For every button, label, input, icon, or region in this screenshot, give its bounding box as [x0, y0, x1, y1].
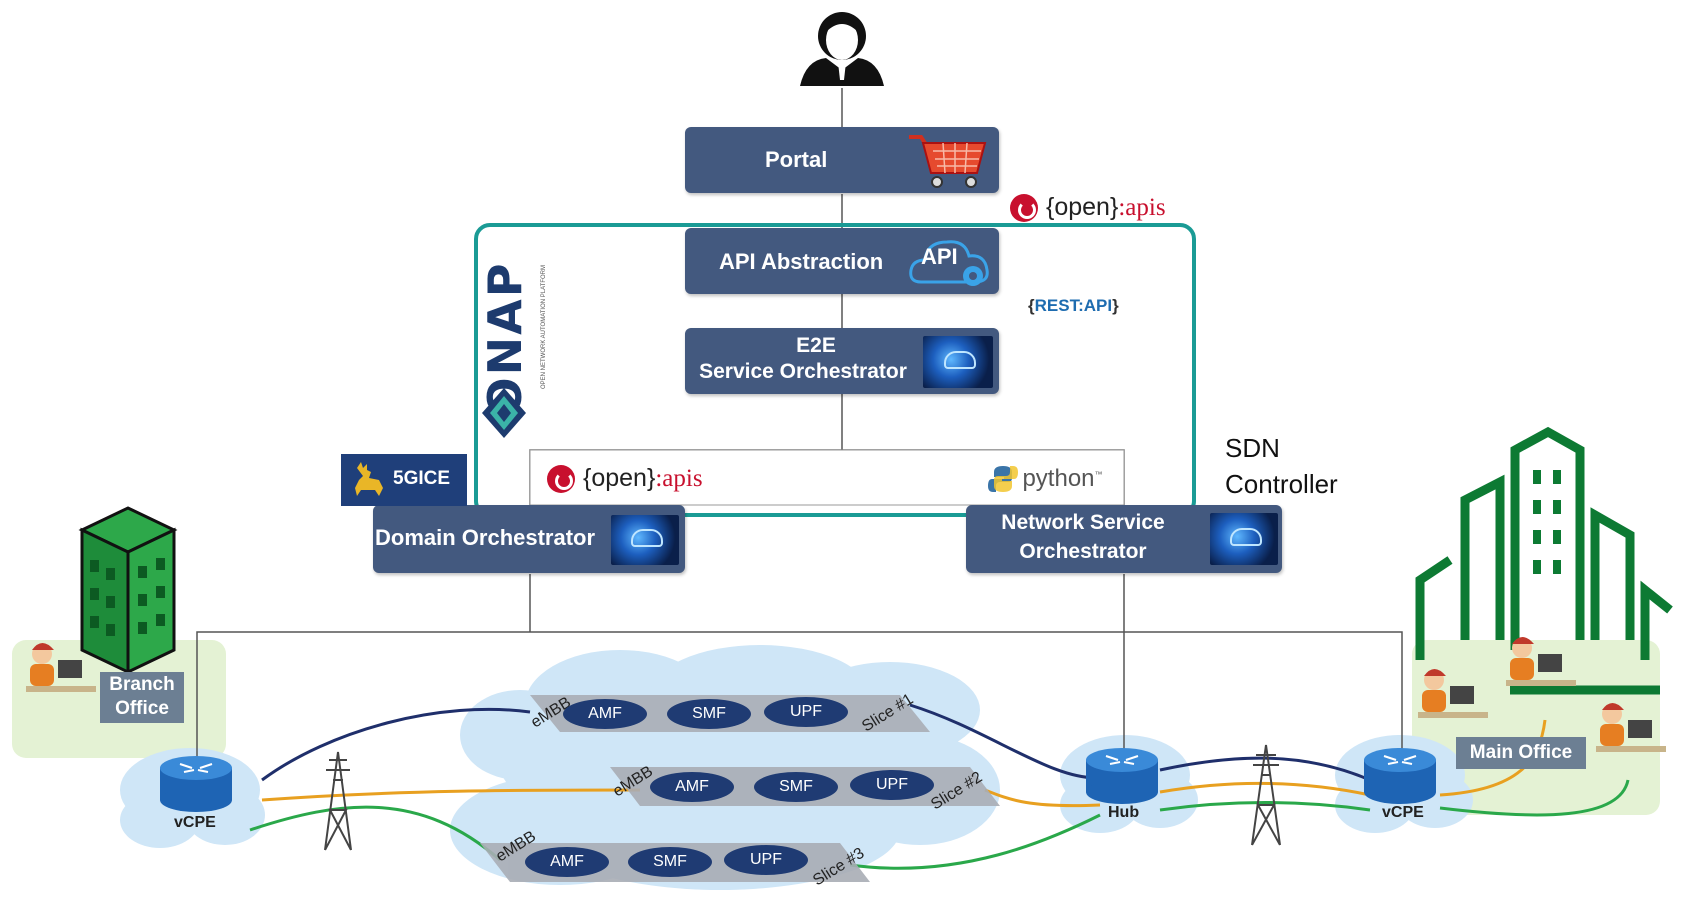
- vcpe-main-orange: [1439, 719, 1547, 797]
- vcpe-left-label: vCPE: [174, 814, 216, 831]
- hub-label: Hub: [1108, 804, 1140, 821]
- python-label: python: [1022, 465, 1095, 492]
- fivegice-logo: 5GICE: [341, 454, 467, 506]
- rest-api-close: }: [1112, 296, 1119, 315]
- slice1-smf[interactable]: SMF: [667, 699, 751, 729]
- api-badge-label: API: [921, 244, 958, 269]
- sdn-line2: Controller: [1225, 469, 1338, 499]
- slice1-line: [261, 707, 531, 782]
- router-hub-icon: [1086, 748, 1158, 804]
- slice2-line-right: [984, 788, 1101, 808]
- openapi-panel-brace: {open}: [583, 464, 656, 492]
- slice1-line-right: [909, 703, 1101, 780]
- api-abstraction-box[interactable]: API Abstraction API: [685, 228, 999, 294]
- e2e-cloud-icon: [923, 336, 993, 388]
- main-office-area: [1412, 640, 1660, 815]
- api-abstraction-label: API Abstraction: [719, 249, 884, 274]
- sdn-line1: SDN: [1225, 433, 1280, 463]
- openapi-panel-icon: [547, 465, 575, 494]
- e2e-orchestrator-box[interactable]: E2E Service Orchestrator: [685, 328, 999, 394]
- python-tm: ™: [1094, 469, 1103, 479]
- openapi-top-mark: {open}:apis: [1010, 193, 1166, 223]
- openapi-top-brace: {open}: [1046, 193, 1119, 221]
- domain-orchestrator-label: Domain Orchestrator: [375, 525, 596, 550]
- slice2-amf[interactable]: AMF: [650, 772, 734, 802]
- slice3-smf[interactable]: SMF: [628, 847, 712, 877]
- branch-line1: Branch: [109, 674, 175, 695]
- fivegice-label: 5GICE: [393, 468, 451, 489]
- openapi-top-icon: [1010, 194, 1038, 223]
- slice2-upf[interactable]: UPF: [850, 770, 934, 800]
- onap-diamond-icon: [482, 388, 526, 438]
- openapi-python-panel: [529, 449, 1125, 506]
- onap-logo: ONAP OPEN NETWORK AUTOMATION PLATFORM: [478, 236, 547, 438]
- main-building-icon: [1415, 426, 1673, 695]
- slice-connections: [249, 703, 1630, 870]
- onap-tagline: OPEN NETWORK AUTOMATION PLATFORM: [541, 265, 547, 390]
- sdn-controller-label: SDN Controller: [1225, 430, 1338, 502]
- api-cloud-icon: [909, 240, 989, 286]
- stag-icon: [355, 462, 383, 496]
- main-operator-3-icon: [1596, 703, 1666, 752]
- slice3-line: [249, 805, 501, 862]
- domain-cloud-icon: [611, 515, 679, 565]
- rest-api-open: {: [1028, 296, 1035, 315]
- e2e-label-line1: E2E: [796, 334, 836, 357]
- main-office-label: Main Office: [1456, 737, 1586, 769]
- openapi-panel-suffix: :apis: [655, 465, 703, 492]
- user-icon: [800, 12, 884, 86]
- main-operator-1-icon: [1418, 669, 1488, 718]
- main-building-windows: [1533, 470, 1561, 574]
- rest-api-mark: {REST:API}: [1028, 296, 1119, 316]
- portal-box[interactable]: Portal: [685, 127, 999, 193]
- branch-office-label: Branch Office: [100, 672, 184, 723]
- branch-building-icon: [78, 506, 178, 675]
- tower-right-icon: [1251, 744, 1281, 846]
- hub-vcpe-green: [1159, 801, 1371, 812]
- slice1-upf[interactable]: UPF: [764, 697, 848, 727]
- shopping-cart-icon: [909, 135, 987, 188]
- main-operator-2-icon: [1506, 637, 1576, 686]
- slice3-amf[interactable]: AMF: [525, 847, 609, 877]
- vcpe-right-label: vCPE: [1382, 804, 1424, 821]
- python-icon: [988, 466, 1018, 492]
- slice3-line-right: [849, 813, 1101, 870]
- nso-box[interactable]: Network Service Orchestrator: [966, 505, 1282, 573]
- portal-label: Portal: [765, 147, 828, 172]
- branch-operator-icon: [26, 643, 96, 692]
- nso-cloud-icon: [1210, 513, 1278, 565]
- tower-left-icon: [324, 751, 352, 851]
- branch-line2: Office: [115, 698, 169, 719]
- router-left-icon: [160, 756, 232, 812]
- slice3-upf[interactable]: UPF: [724, 845, 808, 875]
- openapi-top-suffix: :apis: [1118, 194, 1166, 221]
- nso-label-line2: Orchestrator: [1019, 540, 1147, 563]
- slice2-smf[interactable]: SMF: [754, 772, 838, 802]
- openapi-panel-mark: {open}:apis: [547, 464, 703, 494]
- nso-label-line1: Network Service: [1001, 511, 1165, 534]
- hub-vcpe-orange: [1159, 781, 1371, 797]
- router-right-icon: [1364, 748, 1436, 804]
- domain-orchestrator-box[interactable]: Domain Orchestrator: [373, 505, 685, 573]
- slice1-amf[interactable]: AMF: [563, 699, 647, 729]
- rest-api-text: REST:API: [1034, 296, 1113, 315]
- e2e-label-line2: Service Orchestrator: [699, 360, 907, 383]
- onap-boundary: [474, 223, 1196, 517]
- vcpe-main-green: [1439, 779, 1630, 817]
- python-mark: python™: [988, 464, 1103, 494]
- slice2-line: [261, 788, 641, 802]
